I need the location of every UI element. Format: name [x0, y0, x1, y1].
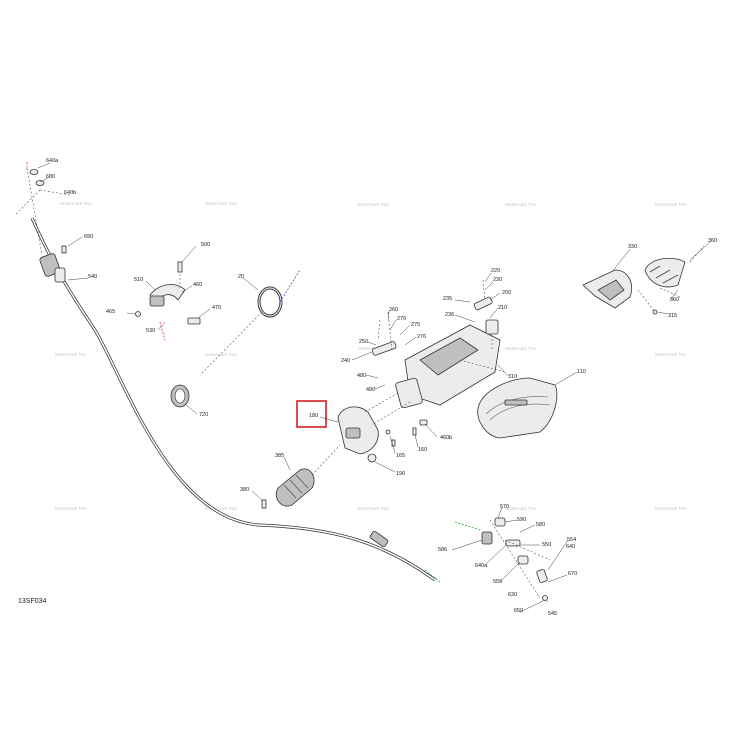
callout-label: 330	[628, 244, 637, 250]
watermark-text: Watermark Text	[505, 202, 537, 207]
callout-label: 460	[193, 282, 202, 288]
callout-label: 530	[146, 328, 155, 334]
callout-label: 680	[46, 174, 55, 180]
watermark-text: Watermark Text	[60, 201, 92, 206]
callout-label: 640a	[475, 563, 488, 569]
watermark-text: Watermark Text	[505, 506, 537, 511]
watermark-text: Watermark Text	[357, 506, 389, 511]
callout-label: 465	[106, 309, 115, 315]
callout-label: 640	[566, 544, 575, 550]
callout-label: 165	[396, 453, 405, 459]
callout-label: 580	[536, 522, 545, 528]
callout-label: 650	[514, 608, 523, 614]
callout-label: 500	[201, 242, 210, 248]
callout-label: 240	[341, 358, 350, 364]
callout-label: 590	[517, 517, 526, 523]
callout-label: 236	[445, 312, 454, 318]
watermark-text: Watermark Text	[655, 506, 687, 511]
callout-label: 630	[508, 592, 517, 598]
callout-label: 540	[88, 274, 97, 280]
callout-label: 545	[548, 611, 557, 617]
callout-label: 640b	[64, 190, 76, 196]
callout-label: 310	[508, 374, 517, 380]
watermark-text: Watermark Text	[205, 352, 237, 357]
watermark-text: Watermark Text	[55, 352, 87, 357]
callout-label: 670	[568, 571, 577, 577]
callout-label: 570	[500, 504, 509, 510]
callout-label: 640a	[46, 158, 59, 164]
display-cover	[477, 377, 558, 439]
throttle-cable	[30, 217, 436, 582]
callout-label: 275	[411, 322, 420, 328]
callout-label: 276	[417, 334, 426, 340]
callout-label: 555	[493, 579, 502, 585]
watermark-text: Watermark Text	[205, 201, 237, 206]
callout-label: 20	[238, 274, 244, 280]
watermark-text: Watermark Text	[655, 352, 687, 357]
callout-label: 235	[443, 296, 452, 302]
callout-label: 110	[577, 369, 586, 375]
callout-label: 360	[670, 297, 679, 303]
callout-labels: 640a 680 640b 690 540 500 510 460 20 470 465 530 720…	[46, 158, 717, 617]
highlight-box-180	[296, 400, 327, 428]
figure-code: 13SF034	[18, 598, 47, 605]
callout-label: 554	[567, 537, 576, 543]
leader-lines	[37, 162, 711, 613]
watermark-text: Watermark Text	[357, 202, 389, 207]
watermark-text: Watermark Text	[655, 202, 687, 207]
callout-label: 360	[708, 238, 717, 244]
callout-label: 460b	[440, 435, 452, 441]
callout-label: 180	[309, 413, 318, 419]
callout-label: 270	[397, 316, 406, 322]
callout-label: 210	[498, 305, 507, 311]
lever-pivot	[481, 531, 493, 545]
watermark-text: Watermark Text	[505, 346, 537, 351]
callout-label: 315	[668, 313, 677, 319]
callout-label: 720	[199, 412, 208, 418]
callout-label: 160	[418, 447, 427, 453]
callout-label: 470	[212, 305, 221, 311]
callout-label: 230	[493, 277, 502, 283]
watermark-text: Watermark Text	[55, 506, 87, 511]
callout-label: 480	[357, 373, 366, 379]
callout-label: 260	[389, 307, 398, 313]
callout-label: 385	[275, 453, 284, 459]
callout-label: 586	[438, 547, 447, 553]
watermark-text: Watermark Text	[205, 506, 237, 511]
callout-label: 250	[359, 339, 368, 345]
callout-label: 220	[491, 268, 500, 274]
callout-label: 510	[134, 277, 143, 283]
callout-label: 490	[366, 387, 375, 393]
callout-label: 550	[542, 542, 551, 548]
handlebar-grip	[275, 468, 315, 507]
callout-label: 380	[240, 487, 249, 493]
callout-label: 690	[84, 234, 93, 240]
callout-label: 200	[502, 290, 511, 296]
callout-label: 190	[396, 471, 405, 477]
